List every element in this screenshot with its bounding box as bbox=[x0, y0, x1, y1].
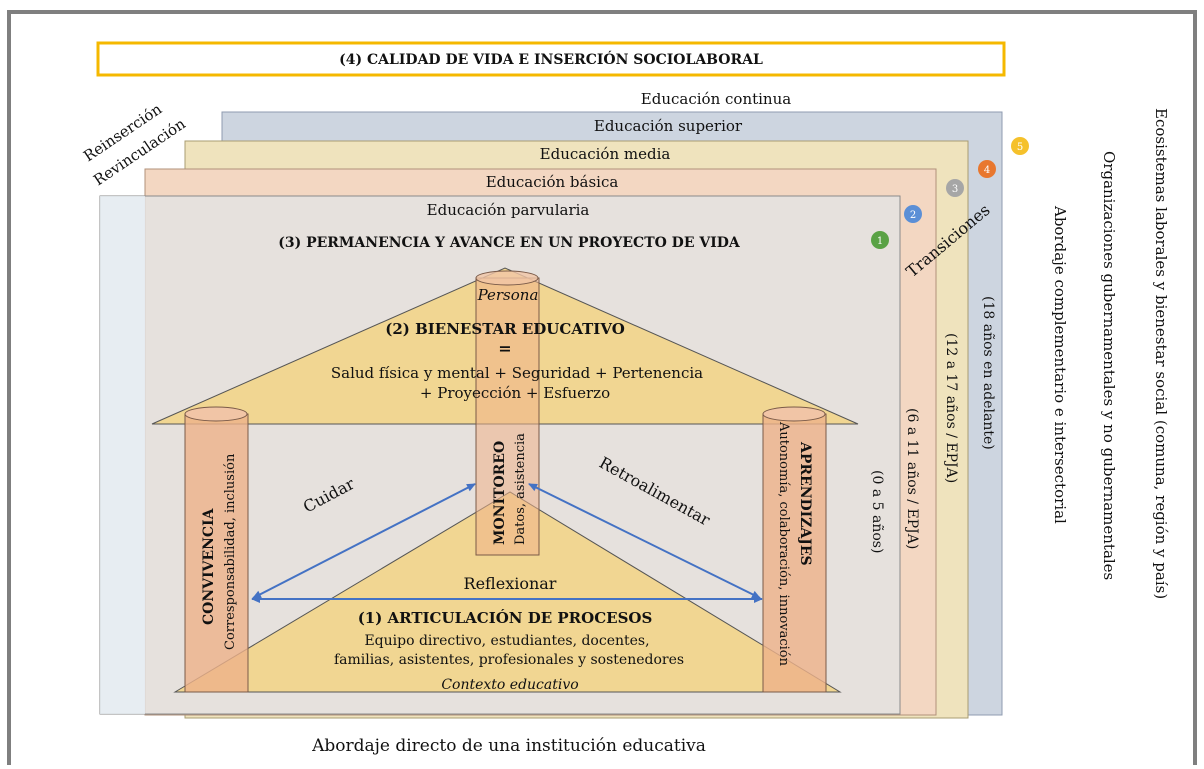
bienestar-equals: = bbox=[498, 339, 511, 358]
badge-5-circle bbox=[1011, 137, 1029, 155]
convivencia-sub: Corresponsabilidad, inclusión bbox=[223, 453, 238, 650]
aprendizajes-pillar bbox=[762, 406, 827, 693]
badge-2-circle bbox=[904, 205, 922, 223]
convivencia-title: CONVIVENCIA bbox=[201, 507, 217, 625]
bienestar-title: (2) BIENESTAR EDUCATIVO bbox=[385, 320, 625, 338]
monitoreo-title: MONITOREO bbox=[492, 441, 508, 545]
left-edge-strip bbox=[100, 196, 145, 714]
level-media-label: Educación media bbox=[540, 145, 671, 163]
level-continua-label: Educación continua bbox=[641, 90, 791, 108]
badge-1: 1 bbox=[877, 236, 883, 247]
badge-4: 4 bbox=[984, 165, 990, 176]
articulacion-line2: familias, asistentes, profesionales y so… bbox=[334, 652, 684, 668]
convivencia-pillar bbox=[184, 406, 249, 693]
cuidar-arrow bbox=[252, 483, 476, 599]
level-basica-label: Educación básica bbox=[486, 173, 619, 191]
convivencia-pillar-top bbox=[184, 406, 248, 422]
monitoreo-sub: Datos, asistencia bbox=[513, 433, 528, 545]
title-box bbox=[96, 41, 1006, 77]
aprendizajes-pillar-body bbox=[762, 413, 827, 693]
age-6-11-label: (6 a 11 años / EPJA) bbox=[904, 408, 920, 549]
badges: 1 2 3 4 5 bbox=[871, 137, 1029, 249]
badge-1-circle bbox=[871, 231, 889, 249]
footer-label: Abordaje directo de una institución educ… bbox=[311, 736, 706, 756]
bienestar-line2: + Proyección + Esfuerzo bbox=[420, 384, 610, 402]
level-superior-label: Educación superior bbox=[594, 117, 743, 135]
contexto-label: Contexto educativo bbox=[441, 677, 578, 693]
articulacion-title: (1) ARTICULACIÓN DE PROCESOS bbox=[358, 609, 653, 627]
badge-2: 2 bbox=[910, 210, 916, 221]
monitoreo-pillar-top bbox=[475, 270, 539, 286]
reflexionar-label: Reflexionar bbox=[464, 574, 557, 593]
age-12-17-label: (12 a 17 años / EPJA) bbox=[943, 333, 959, 483]
badge-4-circle bbox=[978, 160, 996, 178]
title-text: (4) CALIDAD DE VIDA E INSERCIÓN SOCIOLAB… bbox=[339, 50, 763, 68]
retroalimentar-arrow bbox=[528, 483, 761, 599]
aprendizajes-pillar-top bbox=[762, 406, 826, 422]
organizaciones-label: Organizaciones gubernamentales y no gube… bbox=[1100, 151, 1118, 580]
persona-label: Persona bbox=[477, 286, 539, 304]
ecosistemas-label: Ecosistemas laborales y bienestar social… bbox=[1152, 108, 1170, 599]
age-0-5-label: (0 a 5 años) bbox=[869, 470, 885, 553]
bienestar-line1: Salud física y mental + Seguridad + Pert… bbox=[331, 364, 703, 382]
convivencia-pillar-body bbox=[184, 413, 249, 693]
permanencia-title: (3) PERMANENCIA Y AVANCE EN UN PROYECTO … bbox=[278, 235, 741, 251]
badge-5: 5 bbox=[1017, 142, 1023, 153]
age-18-label: (18 años en adelante) bbox=[980, 296, 996, 450]
articulacion-line1: Equipo directivo, estudiantes, docentes, bbox=[364, 633, 649, 649]
complementario-label: Abordaje complementario e intersectorial bbox=[1051, 205, 1069, 524]
level-parvularia-label: Educación parvularia bbox=[427, 201, 590, 219]
badge-3-circle bbox=[946, 179, 964, 197]
aprendizajes-title: APRENDIZAJES bbox=[797, 441, 813, 566]
aprendizajes-sub: Autonomía, colaboración, innovación bbox=[776, 421, 791, 667]
badge-3: 3 bbox=[952, 184, 958, 195]
